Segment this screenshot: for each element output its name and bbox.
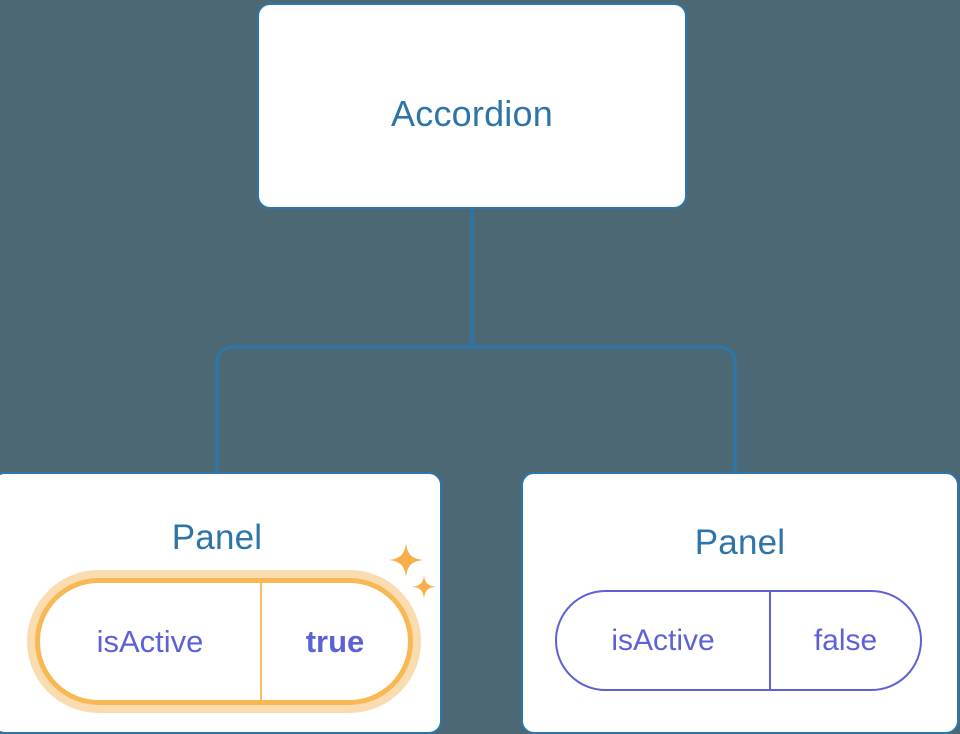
node-panel-inactive-label: Panel: [694, 523, 786, 562]
node-panel-active-label: Panel: [171, 518, 263, 557]
node-accordion[interactable]: Accordion: [257, 3, 687, 209]
edge-bus-right: [472, 345, 737, 474]
edge-bus-left: [215, 345, 472, 474]
prop-value: false: [813, 623, 878, 657]
prop-value: true: [305, 623, 365, 659]
prop-key: isActive: [557, 592, 771, 689]
node-accordion-label: Accordion: [391, 93, 553, 134]
prop-pill-isactive-false[interactable]: isActive false: [555, 590, 922, 691]
prop-pill-isactive-true[interactable]: isActive true: [35, 578, 413, 705]
prop-pill-highlight-glow: isActive true: [27, 570, 421, 713]
prop-key: isActive: [40, 583, 262, 700]
